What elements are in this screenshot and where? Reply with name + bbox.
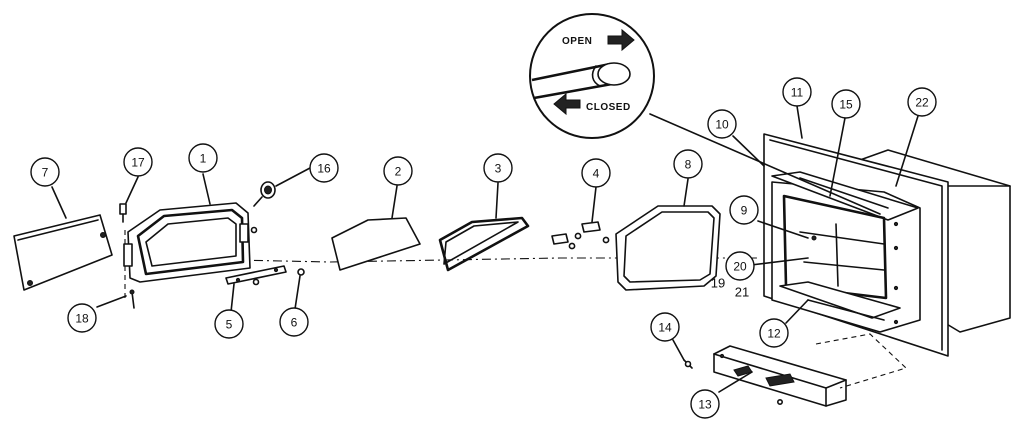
callout-circle (831, 89, 861, 119)
callout-circle (725, 251, 755, 281)
callout-circle (30, 157, 60, 187)
callout-6: 6 (279, 307, 309, 337)
callout-20: 20 (725, 251, 755, 281)
callout-12: 12 (759, 318, 789, 348)
callout-circle (729, 195, 759, 225)
callout-14: 14 (650, 312, 680, 342)
damper-detail-inset: OPEN CLOSED (529, 13, 655, 139)
callout-18: 18 (67, 303, 97, 333)
callout-4: 4 (581, 158, 611, 188)
part-3-gasket-frame (438, 216, 530, 272)
callout-circle (123, 147, 153, 177)
callout-number: 3 (495, 162, 502, 176)
callout-circle (309, 153, 339, 183)
callout-circle (759, 318, 789, 348)
tray-guide-line (815, 333, 908, 389)
part-13-bottom-tray (713, 345, 847, 407)
part-8-gasket-loop (615, 205, 721, 291)
part-label-21: 21 (735, 285, 749, 300)
callout-17: 17 (123, 147, 153, 177)
callout-8: 8 (673, 149, 703, 179)
part-1-door-frame (123, 202, 251, 283)
callout-11: 11 (782, 77, 812, 107)
callout-circle (483, 153, 513, 183)
callout-circle (67, 303, 97, 333)
callout-number: 12 (767, 327, 781, 341)
callout-number: 14 (658, 321, 672, 335)
inset-leader-line (649, 113, 881, 215)
callout-13: 13 (690, 389, 720, 419)
callout-5: 5 (214, 309, 244, 339)
callout-number: 16 (317, 162, 331, 176)
callout-number: 17 (131, 156, 145, 170)
closed-label: CLOSED (586, 102, 631, 113)
callout-circle (690, 389, 720, 419)
leader-lines (51, 105, 919, 393)
callout-circle (782, 77, 812, 107)
closed-arrow-icon (553, 92, 581, 116)
callout-7: 7 (30, 157, 60, 187)
part-16-knob (250, 181, 276, 234)
callout-number: 7 (42, 166, 49, 180)
callout-circle (907, 87, 937, 117)
callout-3: 3 (483, 153, 513, 183)
part-17-screw (119, 203, 127, 223)
callout-number: 2 (395, 165, 402, 179)
callout-circle (383, 156, 413, 186)
callout-bubbles: 7 17 1 16 2 3 4 8 10 11 15 22 9 20 18 5 6 12 14 13 (30, 77, 937, 419)
callout-number: 13 (698, 398, 712, 412)
callout-number: 15 (839, 98, 853, 112)
callout-10: 10 (707, 109, 737, 139)
callout-circle (673, 149, 703, 179)
part-14-screw (683, 359, 693, 369)
callout-number: 5 (226, 318, 233, 332)
callout-number: 9 (741, 204, 748, 218)
part-7-panel (13, 214, 113, 291)
callout-16: 16 (309, 153, 339, 183)
callout-number: 8 (685, 158, 692, 172)
callout-circle (214, 309, 244, 339)
callout-number: 22 (915, 96, 929, 110)
callout-number: 1 (200, 152, 207, 166)
callout-circle (581, 158, 611, 188)
callout-circle (279, 307, 309, 337)
part-2-glass-panel (331, 217, 421, 271)
callout-number: 6 (291, 316, 298, 330)
part-6-washer (297, 268, 305, 276)
callout-15: 15 (831, 89, 861, 119)
callout-number: 4 (593, 167, 600, 181)
callout-9: 9 (729, 195, 759, 225)
callout-circle (707, 109, 737, 139)
open-arrow-icon (607, 28, 635, 52)
callout-number: 11 (791, 86, 804, 100)
callout-number: 18 (75, 312, 89, 326)
callout-number: 10 (715, 118, 729, 132)
open-label: OPEN (562, 36, 592, 47)
callout-number: 20 (733, 260, 747, 274)
callout-2: 2 (383, 156, 413, 186)
part-18-pin (129, 289, 135, 309)
callout-22: 22 (907, 87, 937, 117)
part-5-handle-bar (225, 265, 287, 286)
part-label-19: 19 (711, 276, 725, 291)
callout-1: 1 (188, 143, 218, 173)
callout-circle (650, 312, 680, 342)
callout-circle (188, 143, 218, 173)
part-4-clips (551, 221, 610, 250)
fireplace-insert-body (763, 133, 1011, 357)
